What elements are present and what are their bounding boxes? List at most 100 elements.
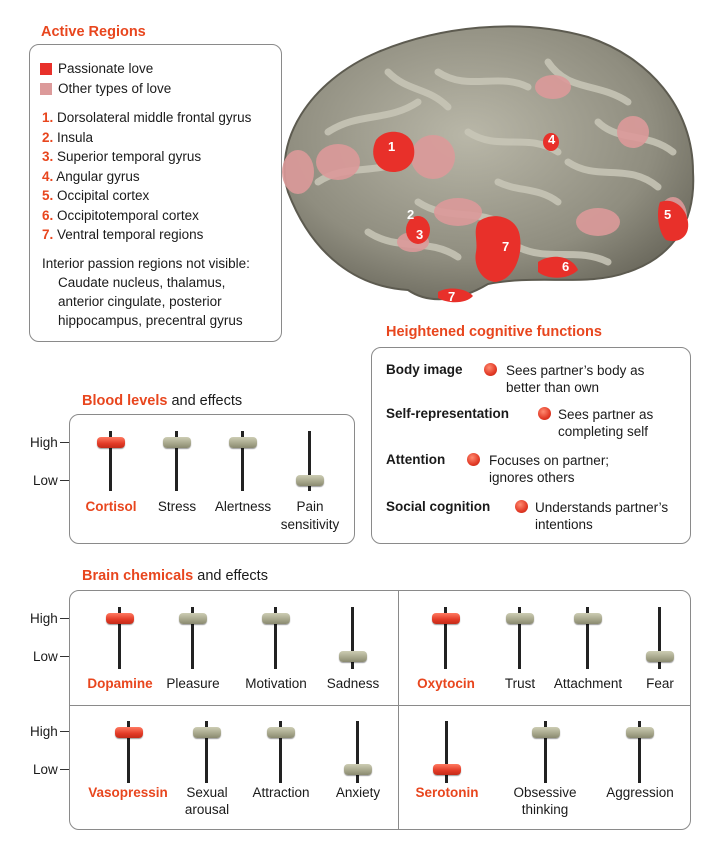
- chem-high-label-bottom: High: [30, 724, 58, 739]
- func-attention-name: Attention: [386, 452, 446, 467]
- alertness-label: Alertness: [214, 499, 272, 514]
- serotonin-label: Serotonin: [415, 785, 479, 800]
- pain-knob: [296, 475, 324, 486]
- brain-label-1: 1: [388, 139, 395, 154]
- stress-track: [175, 431, 178, 491]
- chem-high-tick-top: [60, 618, 70, 619]
- brain-label-7b: 7: [448, 289, 455, 304]
- chemicals-title-rest: and effects: [197, 568, 268, 584]
- anxiety-label: Anxiety: [335, 785, 381, 800]
- pain-label-line2: sensitivity: [280, 517, 340, 532]
- func-attention-line1: Focuses on partner;: [489, 453, 610, 468]
- attachment-label: Attachment: [553, 676, 623, 691]
- legend-other: Other types of love: [40, 81, 171, 96]
- attraction-track: [279, 721, 282, 783]
- legend-passionate-label: Passionate love: [58, 61, 154, 76]
- func-self-rep-dot: [538, 407, 551, 420]
- serotonin-knob: [433, 764, 461, 775]
- dopamine-label: Dopamine: [87, 676, 153, 691]
- cognitive-title: Heightened cognitive functions: [386, 324, 602, 340]
- func-body-image-line1: Sees partner’s body as: [506, 363, 645, 378]
- cognitive-panel: Body image Sees partner’s body as better…: [371, 347, 691, 544]
- region-4: 4. Angular gyrus: [42, 169, 140, 184]
- func-self-rep-line2: completing self: [558, 424, 649, 439]
- func-social-name: Social cognition: [386, 499, 491, 514]
- chem-high-label-top: High: [30, 611, 58, 626]
- anxiety-track: [356, 721, 359, 783]
- chemicals-title: Brain chemicals and effects: [82, 568, 268, 584]
- func-social-line2: intentions: [535, 517, 593, 532]
- motivation-knob: [262, 613, 290, 624]
- func-body-image-name: Body image: [386, 362, 463, 377]
- blood-panel: Cortisol Stress Alertness Pain sensitivi…: [69, 414, 355, 544]
- region-6: 6. Occipitotemporal cortex: [42, 208, 199, 223]
- brain-label-2: 2: [407, 207, 414, 222]
- pain-label-line1: Pain: [296, 499, 324, 514]
- blood-title-strong: Blood levels: [82, 393, 168, 409]
- attachment-knob: [574, 613, 602, 624]
- attachment-track: [586, 607, 589, 669]
- brain-label-4: 4: [548, 132, 556, 147]
- chemicals-title-strong: Brain chemicals: [82, 568, 194, 584]
- region-5: 5. Occipital cortex: [42, 188, 150, 203]
- chem-horizontal-divider: [70, 705, 690, 706]
- fear-track: [658, 607, 661, 669]
- vasopressin-knob: [115, 727, 143, 738]
- pleasure-track: [191, 607, 194, 669]
- brain-label-6: 6: [562, 259, 569, 274]
- dopamine-knob: [106, 613, 134, 624]
- sexual-arousal-label-line1: Sexual: [186, 785, 228, 800]
- sadness-knob: [339, 651, 367, 662]
- trust-label: Trust: [504, 676, 536, 691]
- oxytocin-track: [444, 607, 447, 669]
- trust-track: [518, 607, 521, 669]
- cortisol-knob: [97, 437, 125, 448]
- region-3: 3. Superior temporal gyrus: [42, 149, 202, 164]
- blood-high-label: High: [30, 435, 58, 450]
- motivation-track: [274, 607, 277, 669]
- brain-label-7a: 7: [502, 239, 509, 254]
- vasopressin-label: Vasopressin: [88, 785, 168, 800]
- region-7: 7. Ventral temporal regions: [42, 227, 204, 242]
- blood-title-rest: and effects: [171, 393, 243, 409]
- brain-label-3: 3: [416, 227, 423, 242]
- func-social-dot: [515, 500, 528, 513]
- sadness-label: Sadness: [326, 676, 380, 691]
- interior-note-title: Interior passion regions not visible:: [42, 256, 250, 271]
- oxytocin-knob: [432, 613, 460, 624]
- region-2: 2. Insula: [42, 130, 94, 145]
- blood-low-label: Low: [33, 473, 58, 488]
- interior-note-line3: anterior cingulate, posterior: [58, 294, 222, 309]
- cortisol-label: Cortisol: [85, 499, 137, 514]
- interior-note-line2: Caudate nucleus, thalamus,: [58, 275, 226, 290]
- cortisol-track: [109, 431, 112, 491]
- obsessive-track: [544, 721, 547, 783]
- anxiety-knob: [344, 764, 372, 775]
- legend-other-label: Other types of love: [58, 81, 172, 96]
- func-attention-dot: [467, 453, 480, 466]
- func-attention-line2: ignores others: [489, 470, 575, 485]
- chem-high-tick-bottom: [60, 731, 70, 732]
- vasopressin-track: [127, 721, 130, 783]
- brain-illustration: 1 2 3 4 5 6 7 7: [282, 25, 695, 304]
- stress-knob: [163, 437, 191, 448]
- chem-vertical-divider: [398, 591, 399, 829]
- serotonin-track: [445, 721, 448, 783]
- active-regions-panel: Passionate love Other types of love 1. D…: [29, 44, 282, 342]
- func-body-image-line2: better than own: [506, 380, 600, 395]
- fear-knob: [646, 651, 674, 662]
- chem-low-tick-bottom: [60, 769, 70, 770]
- alertness-knob: [229, 437, 257, 448]
- stress-label: Stress: [157, 499, 197, 514]
- aggression-track: [638, 721, 641, 783]
- func-self-rep-line1: Sees partner as: [558, 407, 654, 422]
- sexual-arousal-label-line2: arousal: [184, 802, 230, 817]
- obsessive-label-line1: Obsessive: [513, 785, 577, 800]
- other-swatch: [40, 82, 52, 95]
- aggression-label: Aggression: [606, 785, 674, 800]
- chem-low-label-bottom: Low: [33, 762, 58, 777]
- obsessive-knob: [532, 727, 560, 738]
- func-body-image-dot: [484, 363, 497, 376]
- passionate-swatch: [40, 62, 52, 75]
- func-social-line1: Understands partner’s: [535, 500, 669, 515]
